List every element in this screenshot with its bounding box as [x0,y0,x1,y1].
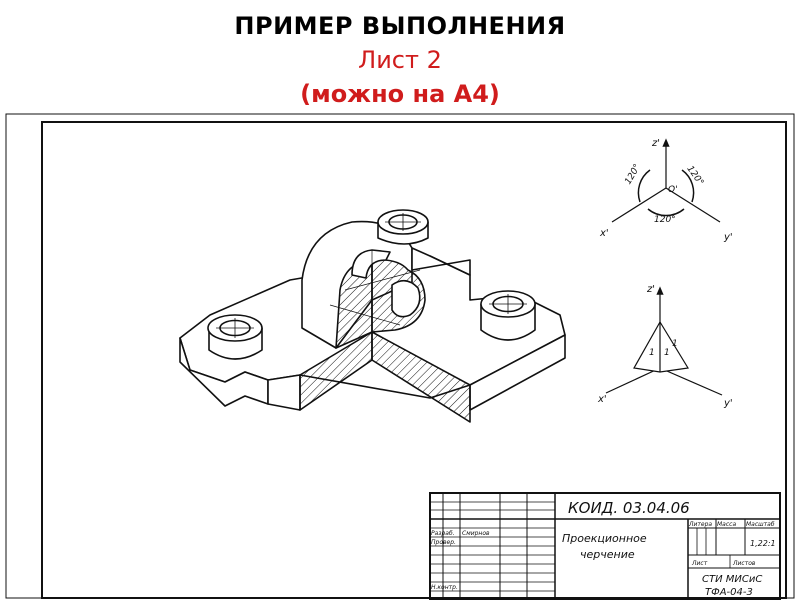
right-boss [480,290,536,341]
sheets-label: Листов [732,560,756,567]
isometric-part-drawing [179,209,566,423]
document-code: КОИД. 03.04.06 [568,499,690,517]
organization-line2: ТФА-04-3 [705,587,753,598]
slot-cutout [391,279,421,318]
rear-rib [411,247,471,276]
axis-x-label: x' [599,228,609,239]
axis-z-label: z' [651,138,660,149]
scale-value: 1,22:1 [750,539,776,548]
left-boss [207,314,263,360]
origin-label: O' [668,185,678,195]
axis-y-label: y' [723,232,733,243]
section-right [371,331,471,423]
page-title: ПРИМЕР ВЫПОЛНЕНИЯ [234,12,566,40]
author-name: Смирнов [462,530,490,537]
axes-diagram-120: z' x' y' O' 120° 120° 120° [599,138,733,243]
unit-3-label: 1 [672,339,678,349]
col-massa: Масса [717,521,736,528]
drawing-name-line1: Проекционное [562,532,647,545]
row-prov: Провер. [431,539,456,546]
top-boss [377,209,429,245]
drawing-sheet: z' x' y' O' 120° 120° 120° z' x' y' 1 1 … [5,113,795,600]
angle-bottom-label: 120° [654,215,676,225]
row-nkontr: Н.контр. [431,584,458,591]
col-litera: Литера [688,521,712,528]
col-masshtab: Масштаб [746,521,775,528]
row-razrab: Разраб. [431,530,455,537]
axis-x-label-2: x' [597,394,607,405]
unit-2-label: 1 [664,348,670,358]
unit-1-label: 1 [649,348,655,358]
sheet-subtitle: Лист 2 [358,46,442,74]
sheet-frame [5,113,795,599]
format-note: (можно на А4) [300,80,500,108]
axes-diagram-unit: z' x' y' 1 1 1 [597,284,733,409]
base-plate-front [267,374,301,411]
construction-lines [329,250,421,332]
organization-line1: СТИ МИСиС [702,574,762,585]
axis-y-label-2: y' [723,398,733,409]
axis-z-label-2: z' [646,284,655,295]
sheet-label: Лист [691,560,708,567]
title-block: КОИД. 03.04.06 Проекционное черчение Лит… [429,492,781,600]
slot-opening [351,249,391,279]
drawing-name-line2: черчение [580,548,635,561]
